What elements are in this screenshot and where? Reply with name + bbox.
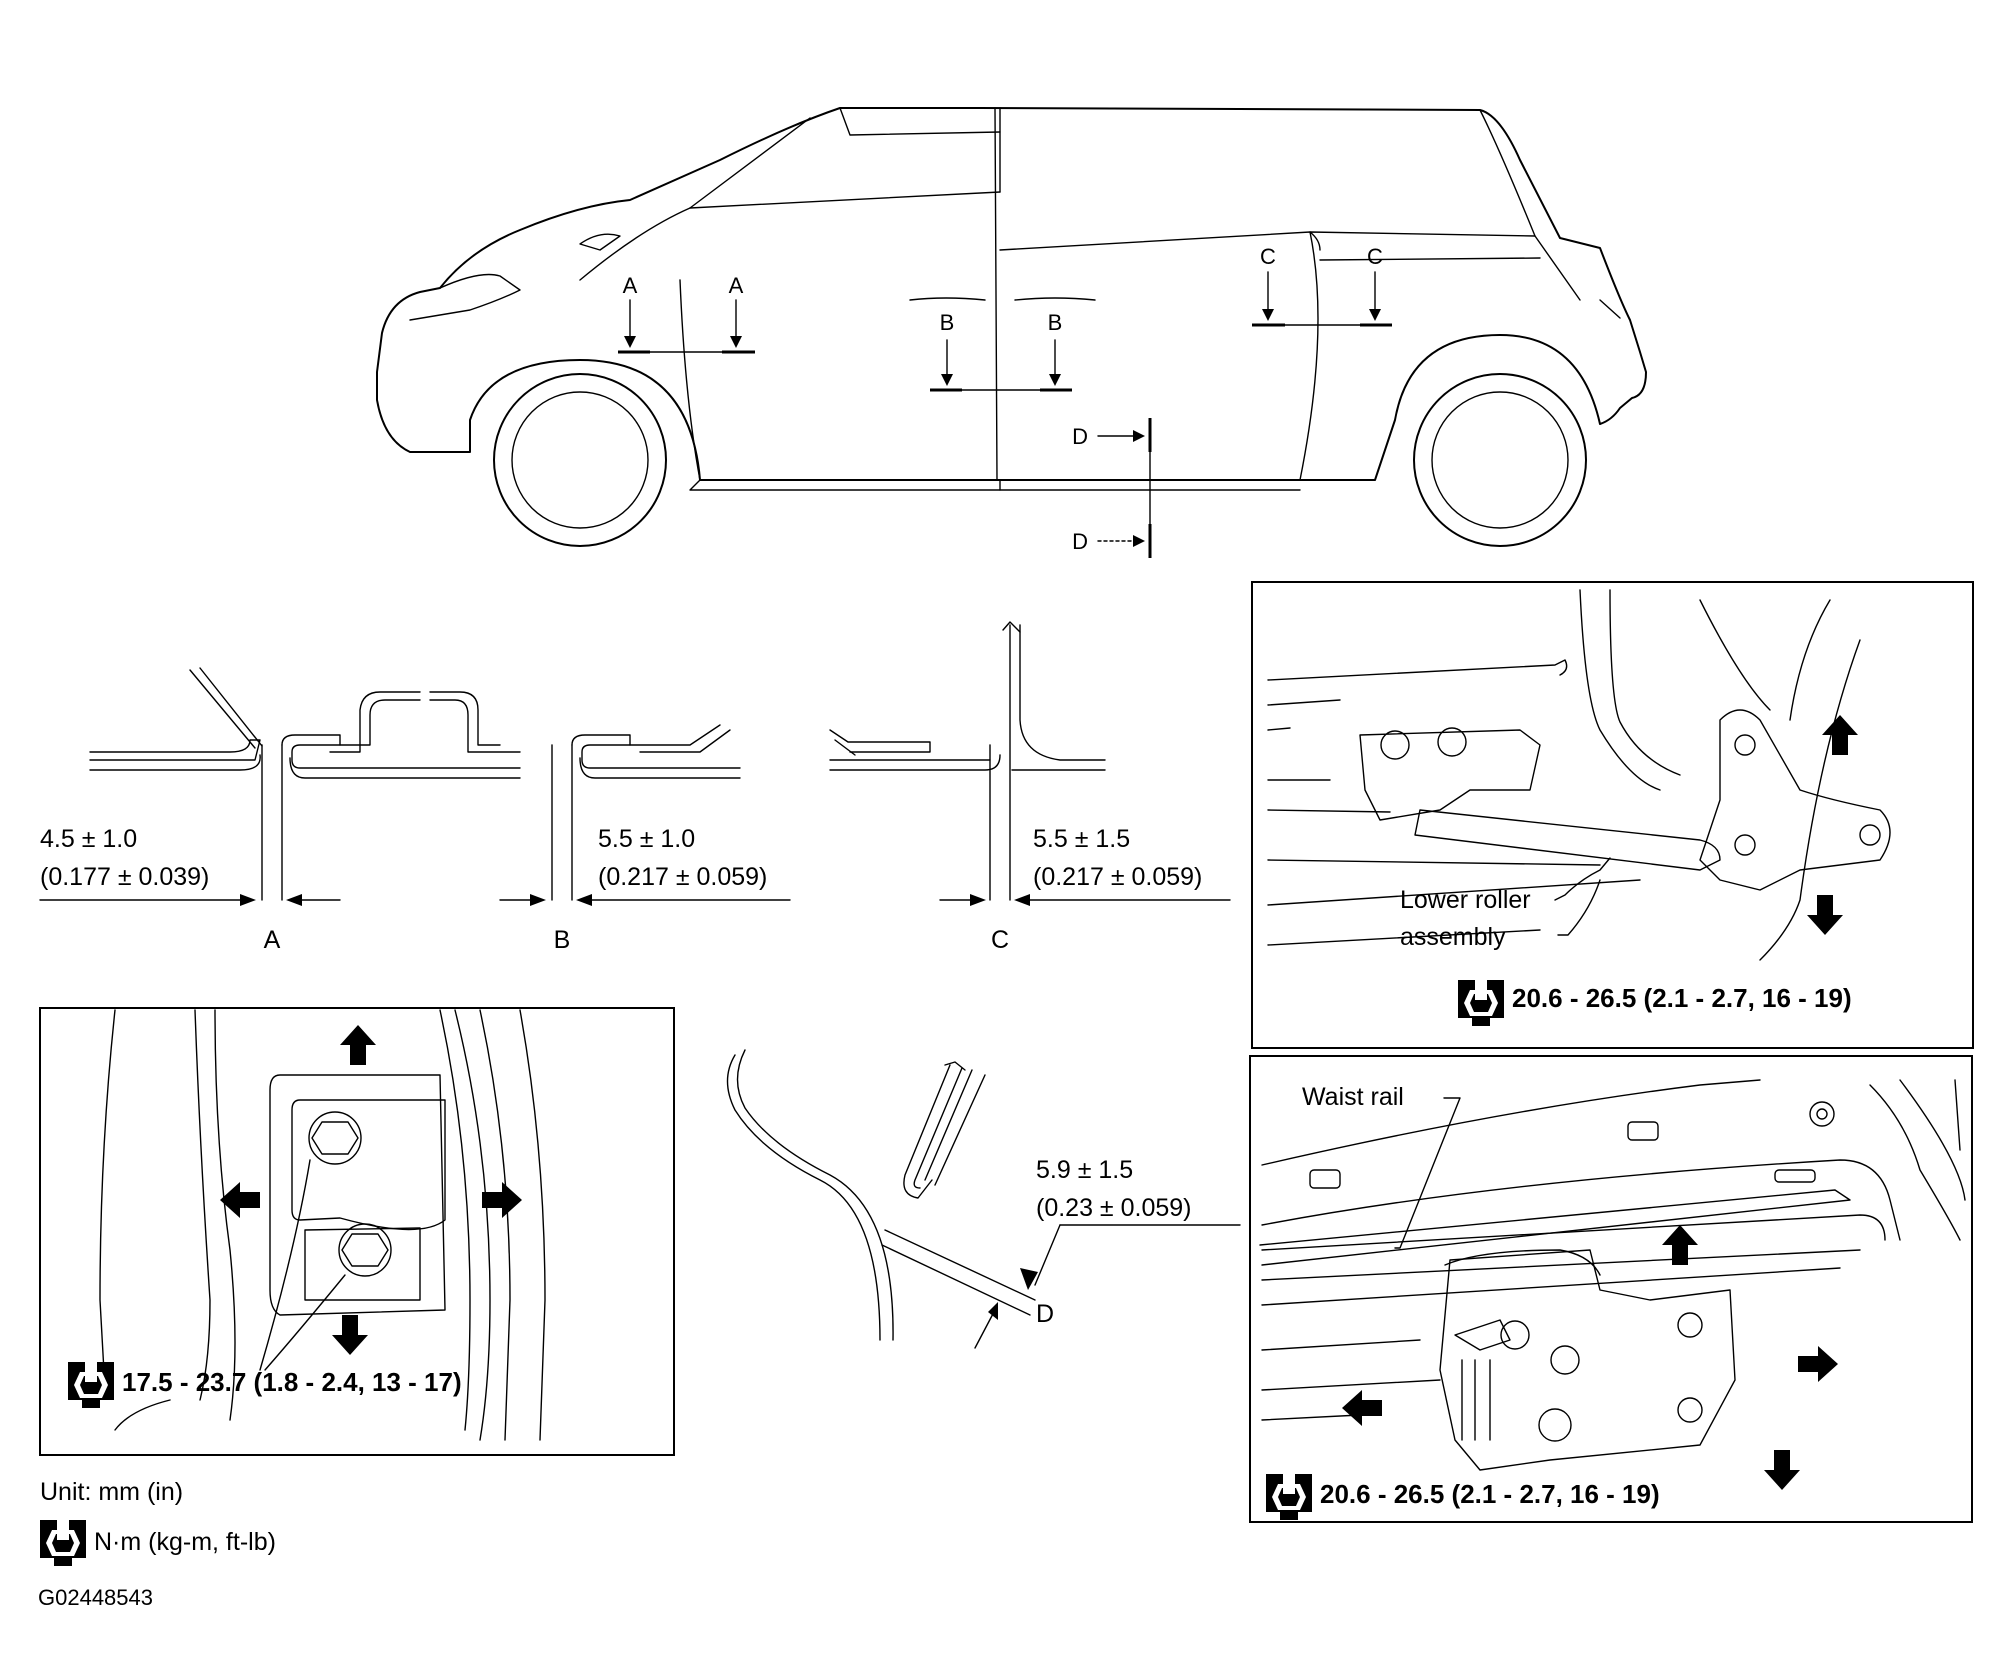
marker-label-c: C: [1367, 244, 1383, 269]
clearance-c-inch: (0.217 ± 0.059): [1033, 863, 1202, 891]
cross-section-c: 5.5 ± 1.5 (0.217 ± 0.059) C: [829, 621, 1231, 954]
section-label-c: C: [991, 926, 1009, 954]
torque-unit-label: N·m (kg-m, ft-lb): [94, 1528, 276, 1556]
clearance-a-value: 4.5 ± 1.0: [40, 825, 137, 853]
section-marker-d: D D: [1072, 418, 1152, 558]
lower-roller-callout-line1: Lower roller: [1400, 886, 1531, 914]
waist-rail-torque: 20.6 - 26.5 (2.1 - 2.7, 16 - 19): [1320, 1479, 1660, 1509]
bolt-icon: [338, 1223, 392, 1277]
marker-label-a: A: [729, 273, 744, 298]
marker-label-a: A: [623, 273, 638, 298]
clearance-a-inch: (0.177 ± 0.039): [40, 863, 209, 891]
marker-label-d: D: [1072, 529, 1088, 554]
vehicle-side-view: A A B B C C: [376, 107, 1647, 558]
hinge-torque: 17.5 - 23.7 (1.8 - 2.4, 13 - 17): [122, 1367, 462, 1397]
lower-roller-torque: 20.6 - 26.5 (2.1 - 2.7, 16 - 19): [1512, 983, 1852, 1013]
waist-rail-panel: Waist rail 20.6 - 26.5 (2.1 - 2.7, 16 - …: [1249, 1055, 1973, 1523]
marker-label-b: B: [1048, 310, 1063, 335]
cross-section-d: 5.9 ± 1.5 (0.23 ± 0.059) D: [726, 1049, 1241, 1349]
marker-label-b: B: [940, 310, 955, 335]
clearance-d-value: 5.9 ± 1.5: [1036, 1156, 1133, 1184]
lower-roller-callout-line2: assembly: [1400, 923, 1506, 951]
cross-section-a: 4.5 ± 1.0 (0.177 ± 0.039) A: [39, 667, 521, 954]
clearance-d-inch: (0.23 ± 0.059): [1036, 1194, 1191, 1222]
waist-rail-callout: Waist rail: [1302, 1083, 1404, 1111]
unit-label: Unit: mm (in): [40, 1478, 183, 1506]
figure-id: G02448543: [38, 1585, 153, 1610]
hinge-panel: 17.5 - 23.7 (1.8 - 2.4, 13 - 17): [39, 1007, 675, 1456]
section-label-a: A: [264, 926, 281, 954]
section-marker-c: C C: [1252, 244, 1392, 327]
bolt-icon: [308, 1111, 362, 1165]
section-label-b: B: [554, 926, 571, 954]
marker-label-d: D: [1072, 424, 1088, 449]
torque-wrench-icon: [68, 1362, 114, 1408]
section-marker-b: B B: [909, 297, 1096, 392]
marker-label-c: C: [1260, 244, 1276, 269]
clearance-c-value: 5.5 ± 1.5: [1033, 825, 1130, 853]
clearance-b-value: 5.5 ± 1.0: [598, 825, 695, 853]
section-label-d: D: [1036, 1300, 1054, 1328]
torque-wrench-icon: [40, 1520, 86, 1566]
torque-wrench-icon: [1266, 1474, 1312, 1520]
section-marker-a: A A: [618, 273, 755, 354]
lower-roller-panel: Lower roller assembly 20.6 - 26.5 (2.1 -…: [1251, 581, 1974, 1049]
cross-section-b: 5.5 ± 1.0 (0.217 ± 0.059) B: [499, 724, 791, 954]
legend: Unit: mm (in) N·m (kg-m, ft-lb) G0244854…: [38, 1478, 276, 1610]
clearance-b-inch: (0.217 ± 0.059): [598, 863, 767, 891]
torque-wrench-icon: [1458, 980, 1504, 1026]
